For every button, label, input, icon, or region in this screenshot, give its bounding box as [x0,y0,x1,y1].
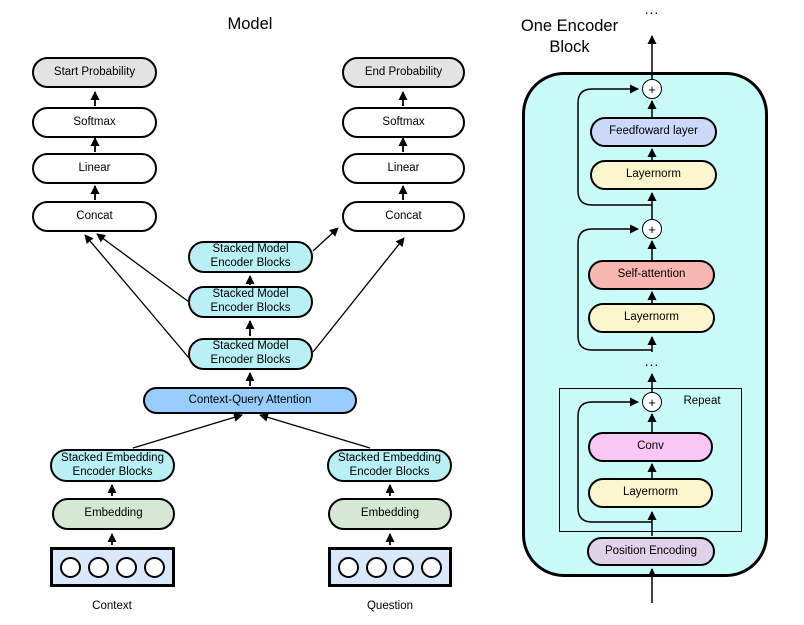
node-feedforward-layer: Feedfoward layer [590,117,717,147]
node-stacked-embedding-encoder-question: Stacked Embedding Encoder Blocks [327,449,452,482]
ellipsis-top: ... [644,1,660,17]
node-start-probability: Start Probability [32,57,157,88]
node-stacked-model-encoder-top: Stacked Model Encoder Blocks [188,241,313,273]
node-embedding-context: Embedding [52,498,175,530]
add-node-self-attention: + [642,219,662,239]
node-stacked-model-encoder-middle: Stacked Model Encoder Blocks [188,286,313,318]
model-vertical-arrows [90,91,408,545]
node-context-query-attention: Context-Query Attention [143,387,357,414]
token-circle [393,556,415,578]
token-circle [60,556,81,578]
ellipsis-middle: ... [644,353,660,369]
node-linear-end: Linear [342,153,465,184]
node-position-encoding: Position Encoding [587,537,715,566]
node-concat-start: Concat [32,201,157,232]
token-circle [421,556,443,578]
repeat-label: Repeat [683,395,721,407]
add-node-feedforward: + [642,79,662,99]
node-softmax-end: Softmax [342,107,465,138]
context-label: Context [92,600,132,612]
question-label: Question [366,600,414,612]
add-node-conv: + [642,392,662,412]
token-circle [144,556,165,578]
node-layernorm-feedforward: Layernorm [590,160,717,190]
token-circle [337,556,359,578]
node-layernorm-self-attention: Layernorm [588,303,715,333]
question-input-tokens [328,547,452,587]
model-panel-title: Model [227,15,273,33]
node-layernorm-conv: Layernorm [588,478,713,508]
node-stacked-embedding-encoder-context: Stacked Embedding Encoder Blocks [50,449,175,482]
node-softmax-start: Softmax [32,107,157,138]
context-input-tokens [50,547,175,587]
node-linear-start: Linear [32,153,157,184]
repeat-group-box [559,388,742,532]
node-self-attention: Self-attention [588,260,715,290]
node-stacked-model-encoder-bottom: Stacked Model Encoder Blocks [188,338,313,370]
encoder-arrows [577,35,657,603]
node-conv: Conv [588,432,713,462]
token-circle [88,556,109,578]
encoder-panel-title: One Encoder Block [520,17,619,57]
node-embedding-question: Embedding [328,498,452,530]
token-circle [365,556,387,578]
node-concat-end: Concat [342,201,465,232]
token-circle [116,556,137,578]
node-end-probability: End Probability [342,57,465,88]
model-diagonal-arrows [84,227,405,449]
